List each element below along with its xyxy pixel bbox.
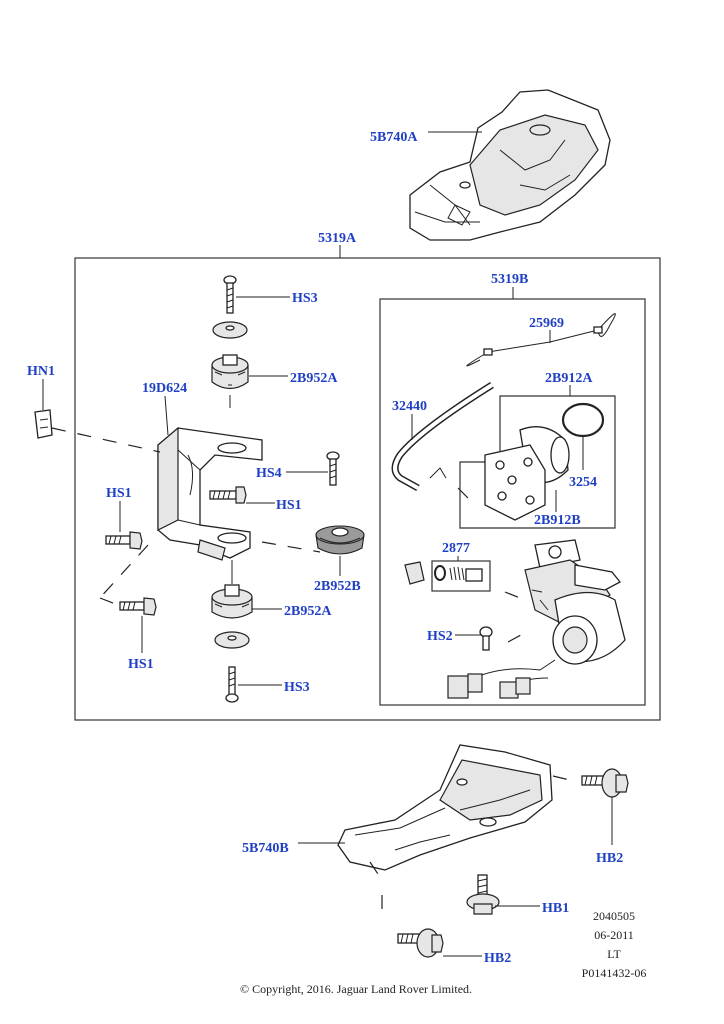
- label-hb2-bottom[interactable]: HB2: [484, 951, 511, 966]
- meta-line-3: LT: [607, 947, 621, 961]
- copyright-text: © Copyright, 2016. Jaguar Land Rover Lim…: [240, 982, 472, 996]
- label-assembly[interactable]: 5319A: [318, 231, 357, 246]
- label-valve-kit[interactable]: 2877: [442, 541, 470, 556]
- oring-part: [561, 402, 605, 438]
- valve-kit-parts: [404, 561, 483, 585]
- hs1-center-screw: [209, 486, 247, 504]
- valve-kit-frame: [431, 560, 491, 592]
- label-hn1[interactable]: HN1: [27, 364, 55, 379]
- label-lower-cover[interactable]: 5B740B: [242, 841, 289, 856]
- label-hs1-left[interactable]: HS1: [106, 486, 132, 501]
- isolator-mid: [315, 525, 365, 555]
- hb1-bolt: [466, 874, 500, 915]
- lower-cover-part: [337, 744, 553, 871]
- label-oring[interactable]: 3254: [569, 475, 597, 490]
- dryer-part: [484, 426, 570, 521]
- upper-cover-part: [409, 89, 611, 241]
- label-hs3-top[interactable]: HS3: [292, 291, 318, 306]
- hb2-right-bolt: [581, 768, 629, 798]
- compressor-part: [524, 539, 626, 665]
- label-dryer[interactable]: 2B912B: [534, 513, 581, 528]
- label-compressor-assembly[interactable]: 5319B: [491, 272, 528, 287]
- mounting-bracket: [157, 426, 263, 561]
- hose-part: [391, 382, 494, 492]
- isolator-bottom: [211, 584, 253, 619]
- meta-line-4: P0141432-06: [582, 966, 647, 980]
- label-dryer-kit[interactable]: 2B912A: [545, 371, 593, 386]
- hb2-bottom-bolt: [397, 928, 444, 958]
- label-hose[interactable]: 32440: [392, 399, 427, 414]
- label-hs1-center[interactable]: HS1: [276, 498, 302, 513]
- label-isolator-mid[interactable]: 2B952B: [314, 579, 361, 594]
- hs2-screw: [479, 626, 493, 651]
- label-isolator-bottom[interactable]: 2B952A: [284, 604, 332, 619]
- assembly-frame: [74, 257, 661, 721]
- hs1-left-screw: [105, 531, 143, 550]
- hs3-bottom-screw: [225, 666, 239, 703]
- label-cable[interactable]: 25969: [529, 316, 564, 331]
- compressor-assembly-frame: [379, 298, 646, 706]
- wiring-harness: [447, 659, 556, 699]
- label-hb2-right[interactable]: HB2: [596, 851, 623, 866]
- hs1-bottom-screw: [119, 597, 157, 616]
- label-hs1-bottom[interactable]: HS1: [128, 657, 154, 672]
- meta-line-2: 06-2011: [594, 928, 634, 942]
- hs3-top-screw: [223, 275, 237, 314]
- label-isolator-top[interactable]: 2B952A: [290, 371, 338, 386]
- label-hs3-bottom[interactable]: HS3: [284, 680, 310, 695]
- hs4-screw: [326, 451, 340, 486]
- label-hs4[interactable]: HS4: [256, 466, 282, 481]
- label-hs2[interactable]: HS2: [427, 629, 453, 644]
- label-bracket[interactable]: 19D624: [142, 381, 187, 396]
- hn1-clip: [34, 409, 53, 439]
- meta-line-1: 2040505: [593, 909, 635, 923]
- label-hb1[interactable]: HB1: [542, 901, 569, 916]
- label-upper-cover[interactable]: 5B740A: [370, 130, 418, 145]
- isolator-top: [211, 354, 249, 390]
